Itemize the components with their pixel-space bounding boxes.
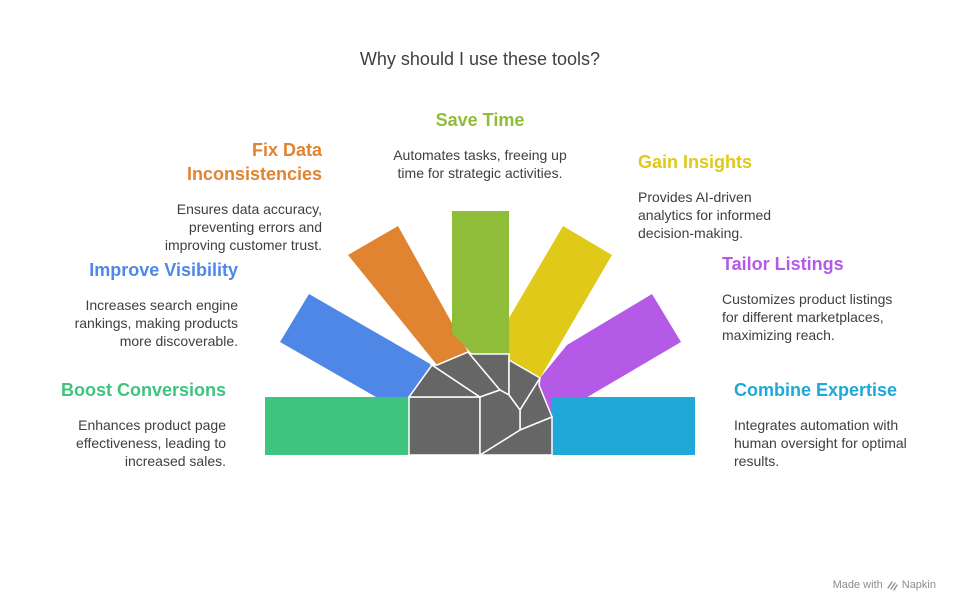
- fan-center: [407, 351, 553, 457]
- tailor-listings-description: Customizes product listings for differen…: [722, 291, 893, 343]
- boost-conversions-description: Enhances product page effectiveness, lea…: [76, 417, 226, 469]
- page-title: Why should I use these tools?: [359, 49, 601, 69]
- improve-visibility-blade: [280, 294, 432, 397]
- center-piece-8: [479, 389, 521, 457]
- gain-insights-block: Gain Insights Provides AI-driven analyti…: [638, 150, 808, 242]
- combine-expertise-description: Integrates automation with human oversig…: [734, 417, 907, 469]
- save-time-blade: [452, 211, 509, 354]
- combine-expertise-title: Combine Expertise: [734, 380, 898, 400]
- napkin-brand-label: Napkin: [901, 579, 936, 591]
- tailor-listings-blade: [539, 294, 681, 417]
- fix-data-inconsistencies-blade: [348, 226, 468, 365]
- save-time-description: Automates tasks, freeing up time for str…: [393, 147, 567, 181]
- napkin-logo-icon: [887, 580, 898, 591]
- gain-insights-description: Provides AI-driven analytics for informe…: [638, 189, 772, 241]
- improve-visibility-block: Improve Visibility Increases search engi…: [40, 258, 238, 350]
- improve-visibility-description: Increases search engine rankings, making…: [74, 297, 238, 349]
- made-with-label: Made with: [832, 579, 883, 591]
- gain-insights-title: Gain Insights: [638, 152, 753, 172]
- save-time-title: Save Time: [435, 110, 525, 130]
- gain-insights-blade: [509, 226, 612, 378]
- fix-data-inconsistencies-title-line2: Inconsistencies: [186, 164, 322, 184]
- boost-conversions-blade: [265, 397, 409, 455]
- boost-conversions-title: Boost Conversions: [60, 380, 226, 400]
- boost-conversions-block: Boost Conversions Enhances product page …: [30, 378, 226, 470]
- center-piece-1: [408, 396, 481, 456]
- fix-data-inconsistencies-title-line1: Fix Data: [251, 140, 322, 160]
- made-with-napkin-footer: Made with Napkin: [833, 579, 936, 591]
- tailor-listings-title: Tailor Listings: [722, 254, 844, 274]
- fix-data-inconsistencies-description: Ensures data accuracy, preventing errors…: [164, 201, 322, 253]
- tailor-listings-block: Tailor Listings Customizes product listi…: [722, 252, 912, 344]
- combine-expertise-blade: [552, 397, 695, 455]
- combine-expertise-block: Combine Expertise Integrates automation …: [734, 378, 924, 470]
- fix-data-inconsistencies-block: Fix Data Inconsistencies Ensures data ac…: [132, 138, 322, 254]
- improve-visibility-title: Improve Visibility: [89, 260, 238, 280]
- save-time-block: Save Time Automates tasks, freeing up ti…: [380, 108, 580, 182]
